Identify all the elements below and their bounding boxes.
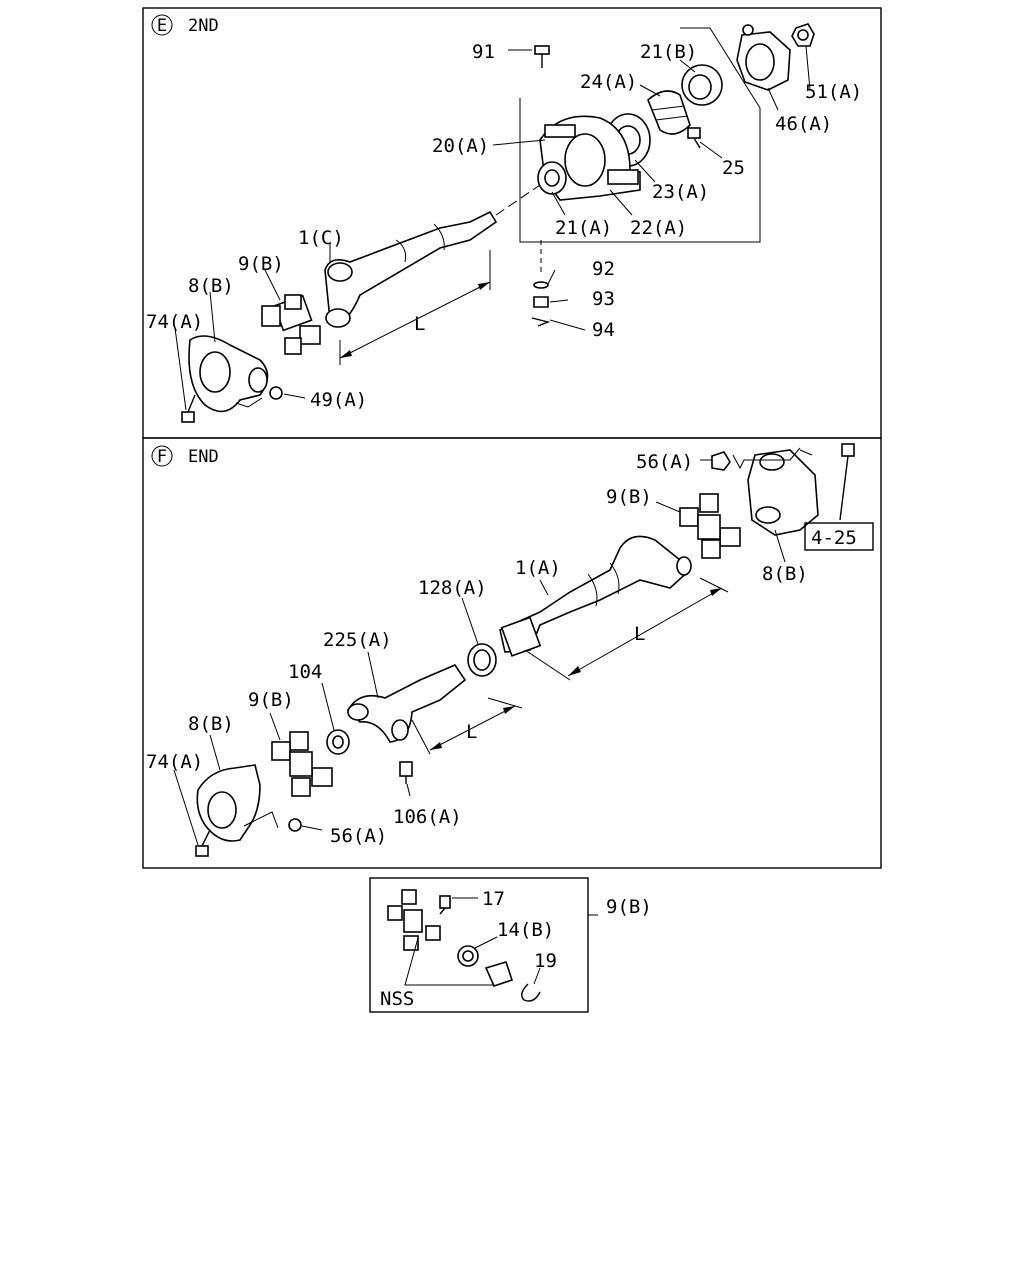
label-24a: 24(A) <box>580 71 637 93</box>
pin-94 <box>531 317 551 327</box>
nut-49a <box>269 386 283 400</box>
label-8b-top: 8(B) <box>762 563 808 585</box>
slinger-24a <box>647 90 691 135</box>
label-8b-section-e: 8(B) <box>188 275 234 297</box>
nut-93 <box>533 296 549 308</box>
label-9b-section-f: 9(B) <box>248 689 294 711</box>
seal-21a <box>537 161 567 195</box>
seal-21b <box>681 64 723 106</box>
propeller-shaft-1a <box>499 535 692 657</box>
label-56a: 56(A) <box>330 825 387 847</box>
label-49a: 49(A) <box>310 389 367 411</box>
leader-lines-section-e <box>174 45 811 411</box>
label-1a: 1(A) <box>515 557 561 579</box>
u-joint-spider-detail <box>387 889 441 951</box>
section-f-frame <box>142 437 882 869</box>
label-ref-4-25: 4-25 <box>811 527 857 549</box>
bolt-106a <box>399 761 413 784</box>
section-f-title: END <box>188 447 219 467</box>
label-nss: NSS <box>380 988 414 1010</box>
dimension-l-lower <box>411 697 523 755</box>
label-106a: 106(A) <box>393 806 462 828</box>
label-128a: 128(A) <box>418 577 487 599</box>
section-e-title: 2ND <box>188 16 219 36</box>
label-74a-section-e: 74(A) <box>146 311 203 333</box>
label-93: 93 <box>592 288 615 310</box>
detail-frame <box>369 877 589 1013</box>
bolt-74a-section-e <box>181 394 196 423</box>
label-225a: 225(A) <box>323 629 392 651</box>
dimension-l-section-e <box>339 250 491 365</box>
seal-128a <box>467 643 497 677</box>
label-17: 17 <box>482 888 505 910</box>
bearing-104 <box>326 729 350 755</box>
ref-box-4-25 <box>804 522 874 551</box>
label-46a: 46(A) <box>775 113 832 135</box>
label-94: 94 <box>592 319 615 341</box>
label-104: 104 <box>288 661 322 683</box>
nut-56a-top <box>711 451 731 471</box>
propeller-shaft-1c <box>324 184 541 328</box>
label-dim-l-section-e: L <box>414 313 425 335</box>
section-e-marker-circle <box>151 14 173 36</box>
bolt-74a-section-f <box>195 829 211 857</box>
label-14b: 14(B) <box>497 919 554 941</box>
end-yoke-8b-top <box>747 449 819 536</box>
seal-14b <box>457 945 479 967</box>
label-51a: 51(A) <box>805 81 862 103</box>
nut-56a <box>288 818 302 832</box>
label-1c: 1(C) <box>298 227 344 249</box>
bolt-25 <box>687 127 701 149</box>
snap-ring-19 <box>521 983 541 1002</box>
u-joint-9b-top <box>679 493 741 559</box>
flange-yoke-8b-section-f <box>196 764 261 842</box>
label-91: 91 <box>472 41 495 63</box>
label-92: 92 <box>592 258 615 280</box>
nut-51a <box>791 23 815 47</box>
label-9b-top: 9(B) <box>606 486 652 508</box>
grease-fitting-17 <box>439 895 451 915</box>
washer-92 <box>533 281 549 289</box>
leader-lines-section-f <box>173 447 813 846</box>
label-21b: 21(B) <box>640 41 697 63</box>
bolt-91 <box>534 45 550 68</box>
flange-46a <box>736 24 791 91</box>
dimension-l-upper <box>524 577 729 681</box>
label-dim-l-upper: L <box>634 623 645 645</box>
label-9b-section-e: 9(B) <box>238 253 284 275</box>
flange-yoke-8b-section-e <box>188 335 269 413</box>
bearing-cup <box>484 961 514 987</box>
slip-yoke-225a <box>346 664 467 743</box>
section-f-marker: F <box>157 447 167 467</box>
label-19: 19 <box>534 950 557 972</box>
u-joint-9b-section-f <box>271 731 333 797</box>
label-25: 25 <box>722 157 745 179</box>
label-21a: 21(A) <box>555 217 612 239</box>
label-74a-section-f: 74(A) <box>146 751 203 773</box>
u-joint-9b-section-e <box>261 294 321 355</box>
section-f-marker-circle <box>151 445 173 467</box>
label-dim-l-lower: L <box>466 721 477 743</box>
bolt-4-25 <box>839 443 855 521</box>
label-8b-section-f: 8(B) <box>188 713 234 735</box>
label-56a-top: 56(A) <box>636 451 693 473</box>
label-20a: 20(A) <box>432 135 489 157</box>
bearing-assembly-bracket <box>519 27 761 243</box>
label-23a: 23(A) <box>652 181 709 203</box>
label-22a: 22(A) <box>630 217 687 239</box>
leader-lines-detail <box>404 897 598 986</box>
section-e-marker: E <box>157 16 167 36</box>
label-detail-9b: 9(B) <box>606 896 652 918</box>
